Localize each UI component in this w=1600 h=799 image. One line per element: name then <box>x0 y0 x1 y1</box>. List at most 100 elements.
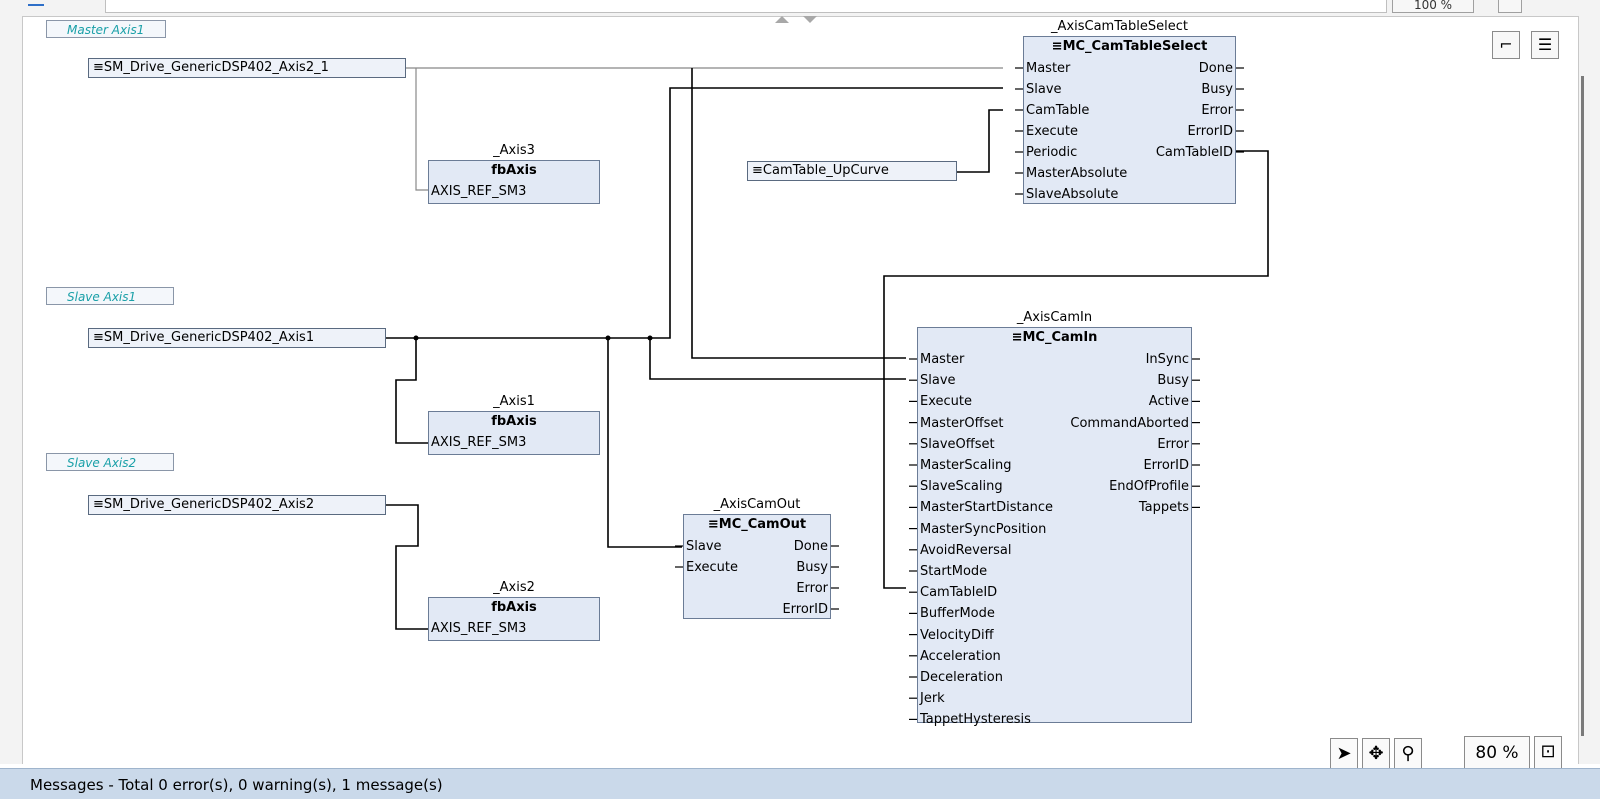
fb-axis3[interactable]: fbAxis AXIS_REF_SM3 <box>428 160 600 204</box>
output-pin[interactable]: EndOfProfile <box>1109 479 1189 495</box>
output-pin[interactable]: Busy <box>796 560 828 575</box>
input-pin[interactable]: SlaveOffset <box>920 436 995 452</box>
input-pin[interactable]: MasterStartDistance <box>920 500 1053 516</box>
vertical-scrollbar[interactable] <box>1581 76 1584 736</box>
input-pin[interactable]: TappetHysteresis <box>920 712 1031 728</box>
list-icon[interactable]: ☰ <box>1531 31 1559 59</box>
cfc-editor-canvas[interactable]: Master Axis1 Slave Axis1 Slave Axis2 ≡SM… <box>0 16 1600 770</box>
input-pin[interactable]: Slave <box>1026 82 1062 97</box>
output-pin[interactable]: CamTableID <box>1155 145 1233 160</box>
input-pin[interactable]: AvoidReversal <box>920 542 1012 558</box>
top-zoom-field[interactable]: 100 % <box>1392 0 1474 13</box>
input-pin[interactable]: CamTable <box>1026 103 1090 118</box>
input-pin[interactable]: MasterAbsolute <box>1026 166 1128 181</box>
output-pin[interactable]: Error <box>1157 436 1189 452</box>
output-pin[interactable]: Done <box>1198 61 1233 76</box>
variable-icon: ≡ <box>93 497 104 512</box>
left-border <box>0 16 23 764</box>
output-pin[interactable]: Active <box>1148 394 1189 410</box>
top-zoom-icon[interactable] <box>1498 0 1522 13</box>
move-icon[interactable]: ✥ <box>1362 738 1390 770</box>
output-pin[interactable]: Done <box>793 539 828 554</box>
output-pin[interactable]: ErrorID <box>782 602 828 617</box>
input-pin[interactable]: Periodic <box>1026 145 1078 160</box>
wire-slave1-camin <box>649 338 906 380</box>
routing-icon[interactable]: ⌐ <box>1492 31 1520 59</box>
declaration-pane[interactable] <box>105 0 1387 13</box>
input-pin[interactable]: Master <box>1026 61 1071 76</box>
output-pin[interactable]: ErrorID <box>1187 124 1233 139</box>
fb-axis1[interactable]: fbAxis AXIS_REF_SM3 <box>428 411 600 455</box>
input-pin[interactable]: SlaveAbsolute <box>1026 187 1119 202</box>
pin-axis-ref[interactable]: AXIS_REF_SM3 <box>431 184 527 199</box>
output-pin[interactable]: Error <box>1201 103 1233 118</box>
output-pin[interactable]: ErrorID <box>1143 458 1189 473</box>
input-var-master-drive[interactable]: ≡SM_Drive_GenericDSP402_Axis2_1 <box>88 58 406 78</box>
input-pin[interactable]: MasterScaling <box>920 458 1012 473</box>
messages-bar[interactable]: Messages - Total 0 error(s), 0 warning(s… <box>0 768 1600 799</box>
instance-name-axis3[interactable]: _Axis3 <box>493 143 535 158</box>
splitter-up-icon[interactable] <box>775 16 789 23</box>
instance-name-camtableselect[interactable]: _AxisCamTableSelect <box>1051 19 1188 34</box>
variable-icon: ≡ <box>93 330 104 345</box>
input-pin[interactable]: Slave <box>686 539 722 554</box>
output-pin[interactable]: CommandAborted <box>1070 415 1189 431</box>
input-pin[interactable]: CamTableID <box>920 585 998 601</box>
input-pin[interactable]: Acceleration <box>920 648 1001 664</box>
var-label: SM_Drive_GenericDSP402_Axis2 <box>103 497 315 512</box>
output-pin[interactable]: Tappets <box>1138 500 1189 516</box>
instance-name-axis2[interactable]: _Axis2 <box>493 580 535 595</box>
pin-axis-ref[interactable]: AXIS_REF_SM3 <box>431 435 527 450</box>
input-pin[interactable]: Jerk <box>920 691 945 707</box>
output-pin[interactable]: Error <box>796 581 828 596</box>
fb-type: ≡MC_CamTableSelect <box>1051 39 1208 54</box>
messages-summary: Messages - Total 0 error(s), 0 warning(s… <box>30 776 443 794</box>
comment-slave-axis1[interactable]: Slave Axis1 <box>46 287 174 305</box>
input-pin[interactable]: Execute <box>920 394 972 410</box>
editor-tab-icon[interactable] <box>28 0 44 6</box>
input-var-slave1-drive[interactable]: ≡SM_Drive_GenericDSP402_Axis1 <box>88 328 386 348</box>
fb-axis2[interactable]: fbAxis AXIS_REF_SM3 <box>428 597 600 641</box>
input-pin[interactable]: Slave <box>920 373 956 389</box>
input-pin[interactable]: Execute <box>1026 124 1078 139</box>
fb-type: ≡MC_CamOut <box>707 517 807 532</box>
input-pin[interactable]: MasterSyncPosition <box>920 521 1047 537</box>
input-var-cam-table[interactable]: ≡CamTable_UpCurve <box>747 161 957 181</box>
comment-master-axis[interactable]: Master Axis1 <box>46 20 166 38</box>
instance-name-camin[interactable]: _AxisCamIn <box>1016 310 1093 325</box>
input-pin[interactable]: MasterOffset <box>920 415 1004 431</box>
wire-slave1-bus <box>386 87 1003 339</box>
input-pin[interactable]: VelocityDiff <box>920 627 994 643</box>
wire-slave2-axis2 <box>386 504 428 630</box>
wire-slave1-camout <box>607 338 682 548</box>
instance-name-camout[interactable]: _AxisCamOut <box>713 497 801 512</box>
output-pin[interactable]: InSync <box>1145 352 1189 367</box>
input-pin[interactable]: Deceleration <box>920 670 1003 685</box>
variable-icon: ≡ <box>93 60 104 75</box>
input-pin[interactable]: Master <box>920 352 965 367</box>
splitter-down-icon[interactable] <box>803 16 817 23</box>
zoom-fit-icon[interactable]: ⊡ <box>1534 736 1562 770</box>
wire-master-camin <box>691 68 906 359</box>
fb-type: fbAxis <box>491 414 537 429</box>
output-pin[interactable]: Busy <box>1157 373 1189 389</box>
instance-name-axis1[interactable]: _Axis1 <box>493 394 535 409</box>
arrow-pointer-icon[interactable]: ➤ <box>1330 738 1358 770</box>
var-label: CamTable_UpCurve <box>762 163 889 178</box>
fb-type: ≡MC_CamIn <box>1011 330 1098 345</box>
output-pin[interactable]: Busy <box>1201 82 1233 97</box>
input-pin[interactable]: SlaveScaling <box>920 479 1003 495</box>
magnifier-icon[interactable]: ⚲ <box>1394 738 1422 770</box>
input-pin[interactable]: StartMode <box>920 564 988 579</box>
input-pin[interactable]: Execute <box>686 560 738 575</box>
pin-axis-ref[interactable]: AXIS_REF_SM3 <box>431 621 527 636</box>
var-label: SM_Drive_GenericDSP402_Axis1 <box>103 330 315 345</box>
comment-slave-axis2[interactable]: Slave Axis2 <box>46 453 174 471</box>
input-var-slave2-drive[interactable]: ≡SM_Drive_GenericDSP402_Axis2 <box>88 495 386 515</box>
input-pin[interactable]: BufferMode <box>920 606 995 622</box>
wire-camtableid <box>883 150 1269 589</box>
zoom-level-field[interactable]: 80 % <box>1464 736 1530 770</box>
